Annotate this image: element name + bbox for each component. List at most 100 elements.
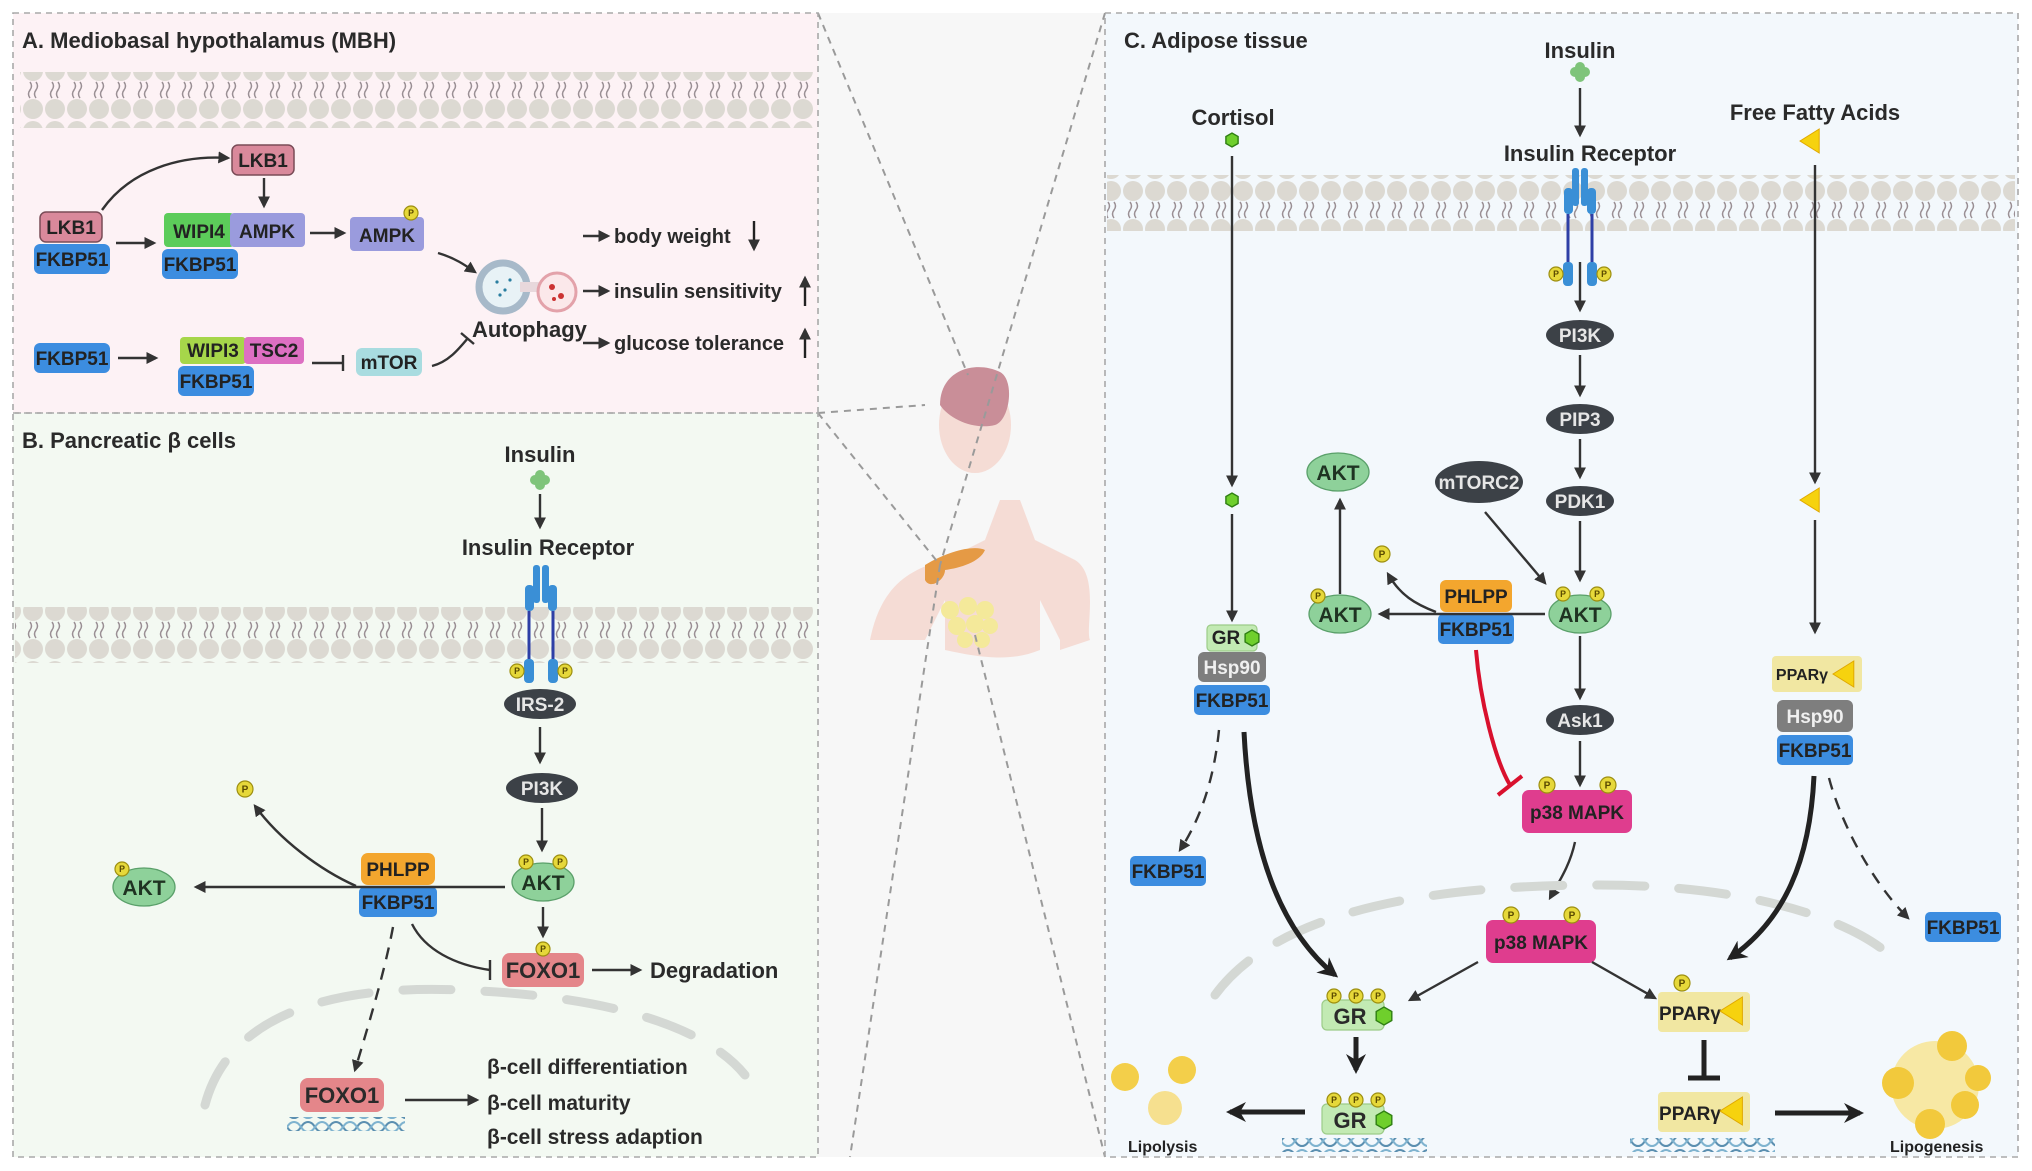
phlpp-label: PHLPP	[366, 860, 430, 881]
phospho-ampk-node: AMPK P	[350, 205, 424, 251]
phospho-icon: P	[1326, 988, 1342, 1004]
fkbp51-label: FKBP51	[1927, 918, 2000, 939]
cortisol-molecule-icon	[1225, 132, 1239, 148]
ligand-hexagon-icon	[1244, 629, 1260, 647]
pip3-node: PIP3	[1546, 404, 1614, 434]
fkbp51-label: FKBP51	[362, 893, 435, 914]
phospho-icon: P	[1596, 266, 1612, 282]
gr-label: GR	[1334, 1108, 1367, 1133]
ppar-phospho-node: PPARγ P	[1658, 974, 1750, 1032]
node-shape	[506, 773, 578, 803]
phospho-icon: P	[1326, 1092, 1342, 1108]
phospho-label: P	[1553, 269, 1559, 279]
dashed-arrow	[352, 926, 395, 1073]
free-phosphate-icon: P	[236, 780, 254, 798]
phospho-icon: P	[1310, 588, 1326, 604]
receptor-subunit	[1581, 168, 1588, 206]
lipogenesis-label: Lipogenesis	[1890, 1139, 1983, 1156]
receptor-kinase	[548, 659, 558, 683]
dashed-arrow	[1178, 729, 1221, 852]
phospho-circle	[1373, 545, 1391, 563]
pi3k-node: PI3K	[506, 773, 578, 803]
fkbp51-node: FKBP51	[34, 343, 110, 373]
phospho-circle	[557, 663, 573, 679]
phospho-label: P	[514, 666, 520, 676]
phospho-circle	[1548, 266, 1564, 282]
phospho-circle	[1596, 266, 1612, 282]
phospho-label: P	[1544, 781, 1551, 792]
node-label: AKT	[1558, 604, 1601, 627]
beta-cell-outcome-label: β-cell maturity	[487, 1092, 631, 1115]
fatty-acid-triangle-icon	[1719, 996, 1743, 1026]
phospho-label: P	[1601, 269, 1607, 279]
ask1-node: Ask1	[1546, 705, 1614, 735]
hsp90-label: Hsp90	[1786, 707, 1843, 728]
phospho-label: P	[1331, 1095, 1337, 1105]
phospho-label: P	[1379, 550, 1386, 561]
phospho-label: P	[242, 785, 249, 796]
outcome-label: glucose tolerance	[614, 333, 784, 355]
lipolysis-label: Lipolysis	[1128, 1139, 1197, 1156]
foxo1-phospho-node: FOXO1 P	[502, 941, 584, 987]
ampk-label: AMPK	[359, 226, 415, 247]
mtor-label: mTOR	[361, 353, 418, 374]
ppar-hsp90-fkbp51-complex: PPARγ Hsp90 FKBP51	[1772, 656, 1862, 765]
thick-arrow	[1726, 775, 1817, 961]
thick-arrow	[1241, 731, 1339, 978]
arrow	[1407, 960, 1479, 1002]
phlpp-fkbp51-complex: PHLPP FKBP51	[359, 853, 437, 917]
phospho-circle	[114, 861, 130, 877]
beta-cell-outcome-label: β-cell stress adaption	[487, 1126, 703, 1149]
phospho-icon: P	[1589, 586, 1605, 602]
wipi4-ampk-fkbp51-complex: WIPI4 AMPK FKBP51	[162, 213, 305, 279]
receptor-subunit	[525, 585, 534, 611]
dna-icon	[1630, 1138, 1775, 1152]
lkb1-label: LKB1	[46, 218, 96, 239]
insulin-subunit	[1575, 67, 1585, 77]
fkbp51-label: FKBP51	[1779, 741, 1852, 762]
phospho-label: P	[1353, 991, 1359, 1001]
phospho-circle	[1673, 974, 1691, 992]
fkbp51-label: FKBP51	[180, 372, 253, 393]
phospho-icon: P	[552, 854, 568, 870]
fkbp51-free-node: FKBP51	[1130, 856, 1206, 886]
receptor-subunit	[533, 565, 540, 603]
node-label: AKT	[521, 872, 564, 895]
arrow	[101, 151, 231, 211]
node-shape	[1308, 594, 1372, 634]
node-shape	[112, 867, 176, 907]
phospho-icon: P	[557, 663, 573, 679]
autophagy-icon	[475, 259, 578, 315]
phospho-circle	[236, 780, 254, 798]
cortisol-label: Cortisol	[1191, 105, 1274, 130]
cell-membrane	[15, 607, 815, 663]
inhibition-line	[410, 923, 491, 972]
mtorc2-node: mTORC2	[1435, 461, 1523, 503]
ampk-label: AMPK	[239, 222, 295, 243]
receptor-subunit	[1587, 188, 1596, 214]
node-label: PI3K	[521, 779, 564, 800]
adipocyte-lipid-cluster-icon	[1882, 1031, 1991, 1139]
phospho-icon: P	[1673, 974, 1691, 992]
node-shape	[1548, 594, 1612, 634]
hsp90-label: Hsp90	[1203, 658, 1260, 679]
foxo1-label: FOXO1	[305, 1083, 380, 1108]
phospho-label: P	[1605, 781, 1612, 792]
fkbp51-label: FKBP51	[36, 250, 109, 271]
wipi3-label: WIPI3	[187, 341, 239, 362]
ligand-hexagon-icon	[1375, 1006, 1393, 1026]
phlpp-label: PHLPP	[1444, 587, 1508, 608]
phospho-icon: P	[1563, 906, 1581, 924]
brain-icon	[940, 367, 1010, 427]
fkbp51-label: FKBP51	[1440, 620, 1513, 641]
beta-cell-outcome-label: β-cell differentiation	[487, 1056, 688, 1079]
insulin-subunit	[535, 475, 545, 485]
phospho-circle	[518, 854, 534, 870]
nucleus-boundary	[200, 984, 750, 1110]
arrow	[1591, 960, 1658, 1000]
outcome-item: glucose tolerance	[583, 327, 811, 358]
phlpp-fkbp51-complex: PHLPP FKBP51	[1438, 580, 1514, 644]
phospho-icon: P	[1502, 906, 1520, 924]
